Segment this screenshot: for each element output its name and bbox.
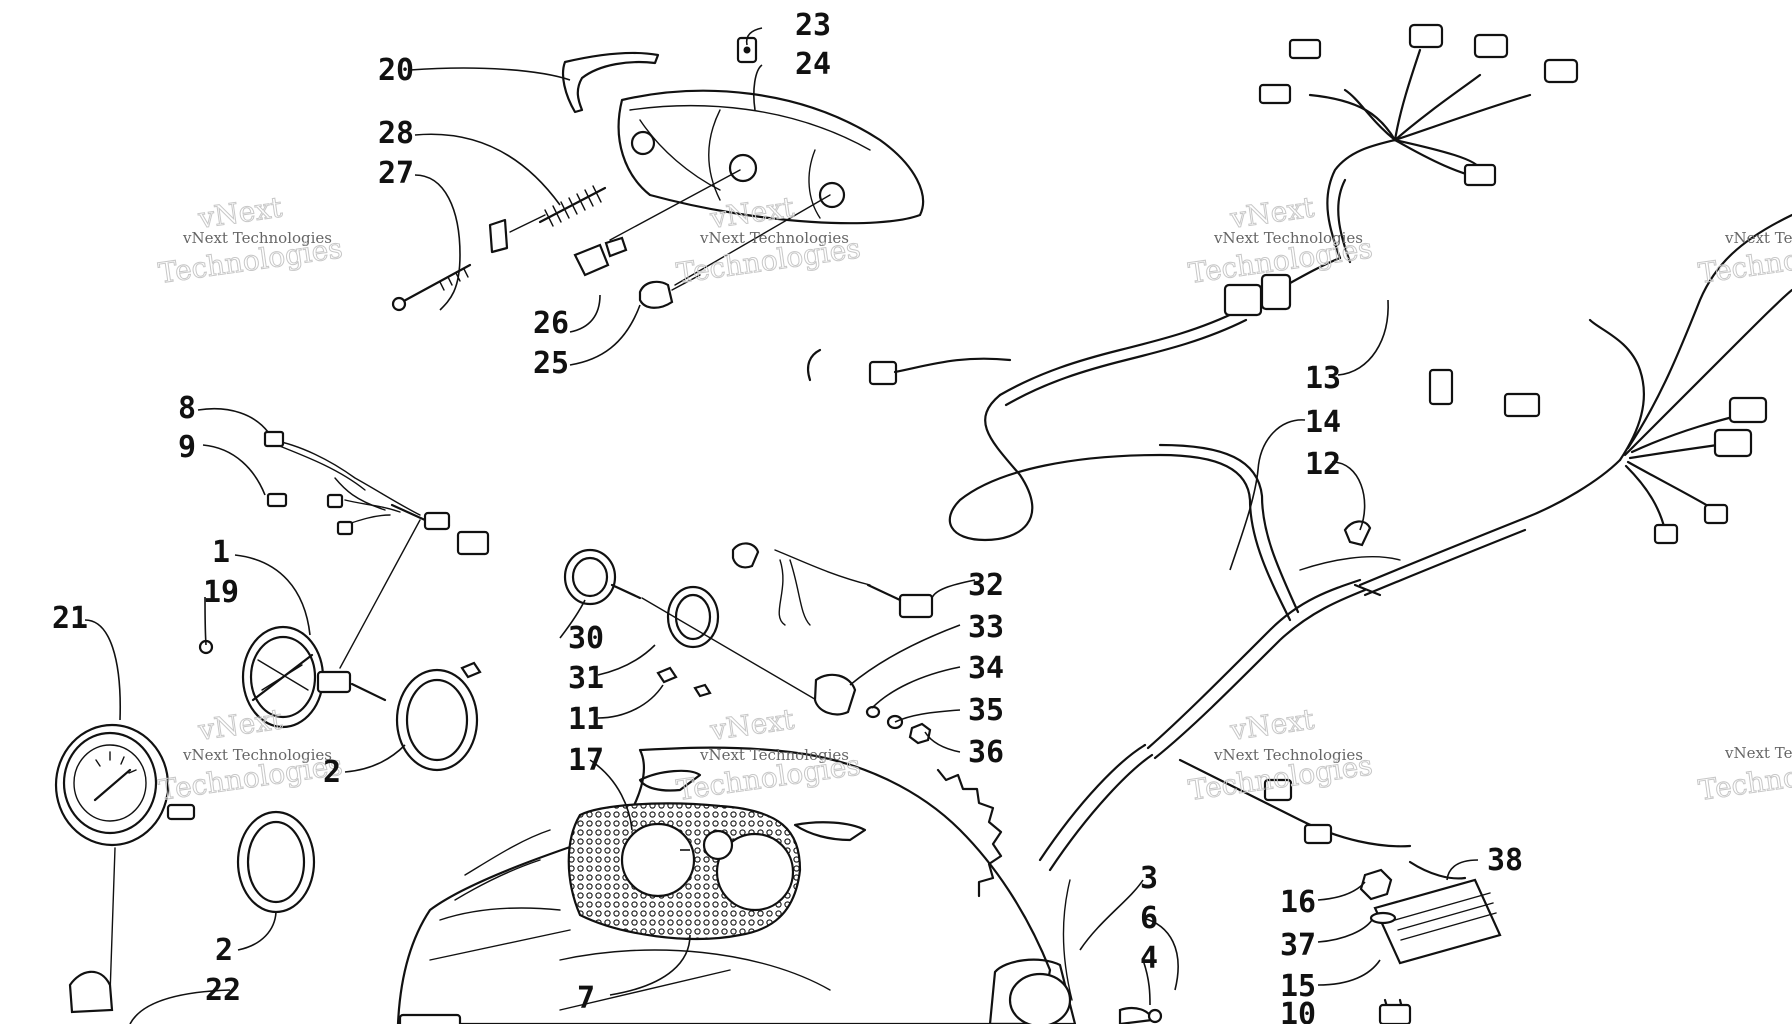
callout-28: 28 (378, 116, 414, 151)
callout-26: 26 (533, 306, 569, 341)
callout-13: 13 (1305, 361, 1341, 396)
gauge-wiring (68, 430, 934, 1014)
tachometer (54, 723, 196, 847)
watermark-line1: vNext (195, 702, 284, 747)
watermark-line2: vNext Technologies (182, 746, 332, 764)
callout-35: 35 (968, 693, 1004, 728)
callout-34: 34 (968, 651, 1004, 686)
callout-25: 25 (533, 346, 569, 381)
callout-21: 21 (52, 601, 88, 636)
callout-2a: 2 (323, 755, 341, 790)
callout-9: 9 (178, 430, 196, 465)
watermark-line2: vNext Technologies (1724, 744, 1792, 762)
callout-20: 20 (378, 53, 414, 88)
callout-1: 1 (212, 535, 230, 570)
watermark-line2: vNext Technologies (1213, 229, 1363, 247)
watermark-line2: vNext Technologies (699, 746, 849, 764)
speedometer (241, 625, 387, 729)
lower-gauge (988, 879, 1163, 1024)
callout-37: 37 (1280, 928, 1316, 963)
callout-27: 27 (378, 156, 414, 191)
callout-7: 7 (577, 981, 595, 1016)
callout-10: 10 (1280, 997, 1316, 1024)
watermark-line2: vNext Technologies (182, 229, 332, 247)
watermark-line2: vNext Technologies (1213, 746, 1363, 764)
headlight-assembly (391, 36, 925, 312)
callout-11: 11 (568, 702, 604, 737)
watermark-line1: vNext (707, 702, 796, 747)
callout-17: 17 (568, 743, 604, 778)
callout-14: 14 (1305, 405, 1341, 440)
wiring-harness (806, 23, 1792, 872)
callout-23: 23 (795, 8, 831, 43)
callout-30: 30 (568, 621, 604, 656)
bezel-rings (236, 585, 720, 914)
callout-12: 12 (1305, 447, 1341, 482)
watermark-line2: vNext Technologies (1724, 229, 1792, 247)
pilot-lamps (198, 542, 932, 745)
callout-2b: 2 (215, 933, 233, 968)
callout-3: 3 (1140, 861, 1158, 896)
watermark-line1: vNext (1227, 702, 1316, 747)
callout-8: 8 (178, 391, 196, 426)
callout-32: 32 (968, 568, 1004, 603)
callout-4: 4 (1140, 941, 1158, 976)
callout-labels: 20 28 27 23 24 26 25 8 9 1 19 21 2 2 22 … (52, 8, 1523, 1024)
callout-24: 24 (795, 47, 831, 82)
leader-lines (84, 27, 1479, 1024)
callout-38: 38 (1487, 843, 1523, 878)
callout-6: 6 (1140, 901, 1158, 936)
voltage-regulator (1359, 860, 1502, 1024)
watermark-line2: vNext Technologies (699, 229, 849, 247)
adjuster-spring (538, 185, 607, 227)
callout-15: 15 (1280, 969, 1316, 1004)
callout-16: 16 (1280, 885, 1316, 920)
callout-31: 31 (568, 661, 604, 696)
callout-33: 33 (968, 610, 1004, 645)
callout-19: 19 (203, 575, 239, 610)
callout-36: 36 (968, 735, 1004, 770)
callout-22: 22 (205, 973, 241, 1008)
